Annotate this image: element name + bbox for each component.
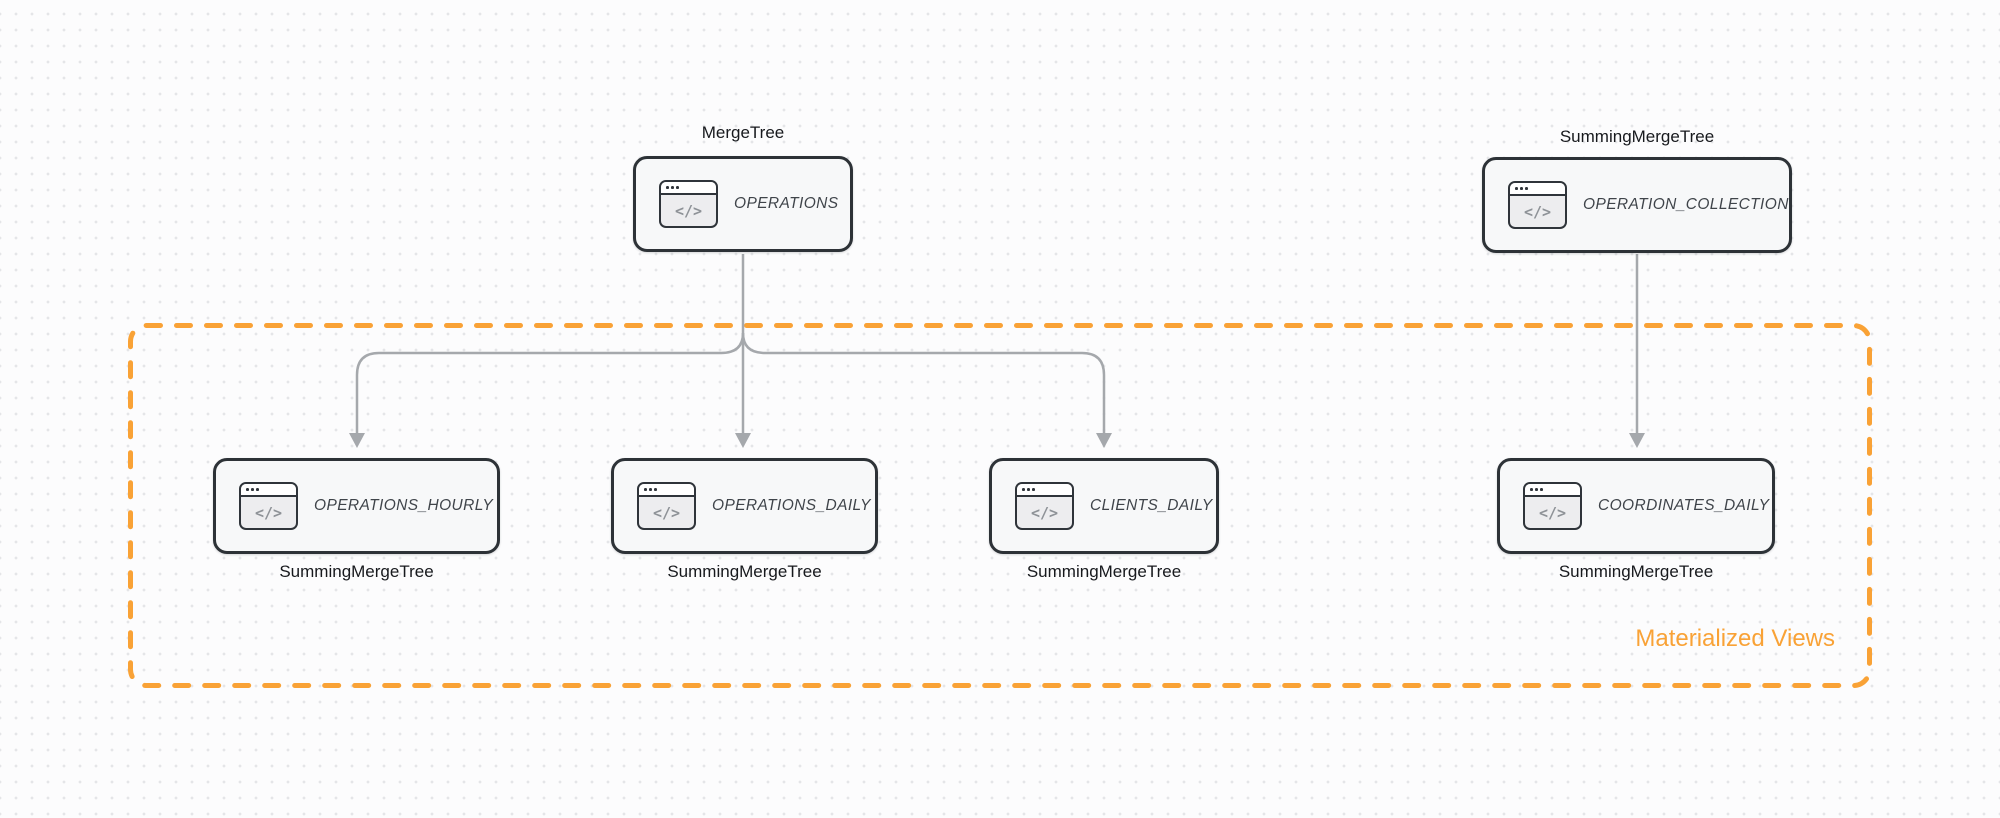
engine-label-operation-collection: SummingMergeTree <box>1559 127 1715 146</box>
window-bar <box>1525 484 1580 497</box>
window-bar <box>661 182 716 195</box>
node-operations-daily[interactable]: </> OPERATIONS_DAILY <box>611 458 878 554</box>
code-glyph: </> <box>674 201 703 220</box>
code-window-icon: </> <box>637 482 696 530</box>
engine-label-operations-daily: SummingMergeTree <box>667 562 822 581</box>
arrowhead-icon <box>735 433 751 448</box>
window-bar <box>1017 484 1072 497</box>
node-operations-hourly[interactable]: </> OPERATIONS_HOURLY <box>213 458 500 554</box>
code-glyph: </> <box>254 503 283 522</box>
node-operations[interactable]: </> OPERATIONS <box>633 156 853 252</box>
node-clients-daily[interactable]: </> CLIENTS_DAILY <box>989 458 1219 554</box>
engine-label-operations: MergeTree <box>701 123 785 142</box>
code-glyph: </> <box>652 503 681 522</box>
table-name-operation-collection: OPERATION_COLLECTION <box>1583 196 1789 213</box>
table-name-clients-daily: CLIENTS_DAILY <box>1090 497 1213 514</box>
window-bar <box>241 484 296 497</box>
engine-label-operations-hourly: SummingMergeTree <box>279 562 434 581</box>
table-name-operations-daily: OPERATIONS_DAILY <box>712 497 871 514</box>
code-window-icon: </> <box>239 482 298 530</box>
window-bar <box>639 484 694 497</box>
code-window-icon: </> <box>659 180 718 228</box>
engine-label-clients-daily: SummingMergeTree <box>1026 562 1182 581</box>
materialized-views-border <box>128 323 1872 688</box>
materialized-views-label: Materialized Views <box>1635 625 1835 652</box>
code-window-icon: </> <box>1523 482 1582 530</box>
node-coordinates-daily[interactable]: </> COORDINATES_DAILY <box>1497 458 1775 554</box>
code-window-icon: </> <box>1015 482 1074 530</box>
arrowhead-icon <box>1629 433 1645 448</box>
table-name-operations-hourly: OPERATIONS_HOURLY <box>314 497 494 514</box>
table-name-coordinates-daily: COORDINATES_DAILY <box>1598 497 1770 514</box>
code-glyph: </> <box>1523 202 1552 221</box>
edge-operations-to-clients-daily <box>741 332 1106 434</box>
edge-operations-to-operations-hourly <box>355 332 745 434</box>
engine-label-coordinates-daily: SummingMergeTree <box>1558 562 1714 581</box>
arrowhead-icon <box>349 433 365 448</box>
code-glyph: </> <box>1030 503 1059 522</box>
materialized-views-frame[interactable] <box>128 323 1872 688</box>
code-glyph: </> <box>1538 503 1567 522</box>
window-bar <box>1510 183 1565 196</box>
table-name-operations: OPERATIONS <box>734 195 839 212</box>
code-window-icon: </> <box>1508 181 1567 229</box>
arrowhead-icon <box>1096 433 1112 448</box>
node-operation-collection[interactable]: </> OPERATION_COLLECTION <box>1482 157 1792 253</box>
